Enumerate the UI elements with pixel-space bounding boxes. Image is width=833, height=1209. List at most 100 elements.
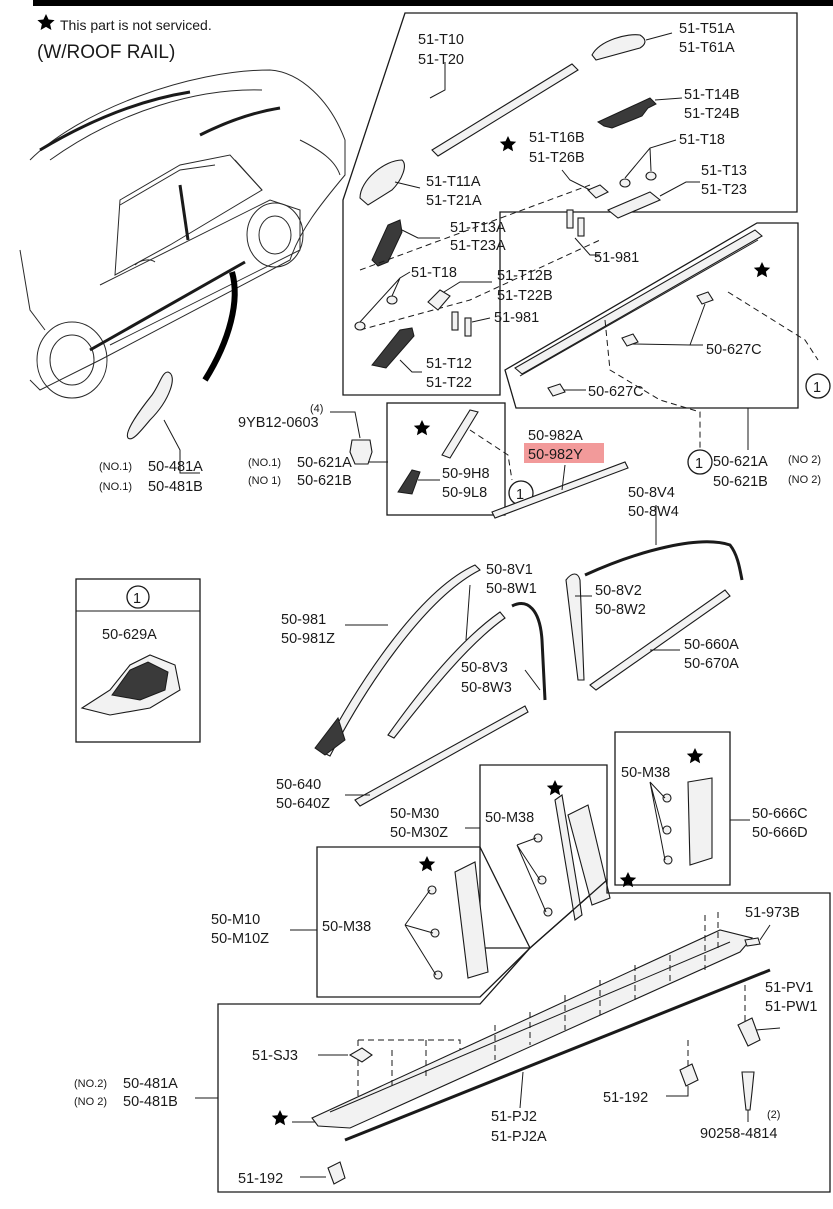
- label-51-sj3: 51-SJ3: [252, 1048, 298, 1064]
- label-50-m38: 50-M38: [322, 919, 371, 935]
- sill-clip-dashes: [357, 912, 746, 1100]
- nut-9yb12-0603: [349, 439, 373, 465]
- label-50-9l8: 50-9L8: [442, 485, 487, 501]
- part-50-982: [491, 461, 629, 519]
- part-51-t11a: [359, 159, 405, 206]
- label-50-481b: 50-481B: [148, 479, 203, 495]
- qualifier-no2: (NO.2): [74, 1078, 107, 1090]
- part-50-8v4: [584, 540, 744, 581]
- roof-molding-no1-box: [386, 402, 506, 516]
- label-51-t24b: 51-T24B: [684, 106, 740, 122]
- label-51-t20: 51-T20: [418, 52, 464, 68]
- part-51-t13: [606, 191, 662, 219]
- label-51-pv1: 51-PV1: [765, 980, 813, 996]
- label-51-t11a: 51-T11A: [426, 174, 481, 190]
- header-note: This part is not serviced.: [37, 14, 212, 33]
- label-51-t23a: 51-T23A: [450, 238, 506, 254]
- label-50-8w2: 50-8W2: [595, 602, 646, 618]
- label-50-8v3: 50-8V3: [461, 660, 508, 676]
- label-50-m30: 50-M30: [390, 806, 439, 822]
- quantity-4: (4): [310, 403, 323, 415]
- label-51-t10: 51-T10: [418, 32, 464, 48]
- label-50-621a: 50-621A: [297, 455, 352, 471]
- garnish-50-666c-box: [614, 731, 731, 886]
- label-51-t22: 51-T22: [426, 375, 472, 391]
- label-50-666c: 50-666C: [752, 806, 808, 822]
- part-51-t51a: [591, 34, 646, 61]
- label-50-m10z: 50-M10Z: [211, 931, 269, 947]
- label-51-192: 51-192: [238, 1171, 283, 1187]
- circled-number-icon: [805, 373, 831, 399]
- clip-50-627c: [696, 291, 714, 305]
- label-50-8v1: 50-8V1: [486, 562, 533, 578]
- part-50-481a-no2: [311, 929, 753, 1129]
- label-51-t23: 51-T23: [701, 182, 747, 198]
- part-50-640: [354, 705, 529, 807]
- part-51-t10: [431, 63, 579, 157]
- clip-51-t18: [645, 171, 657, 181]
- roof-rail-box: [342, 12, 798, 396]
- label-50-481b: 50-481B: [123, 1094, 178, 1110]
- part-50-m30a: [554, 794, 583, 921]
- qualifier-no2: (NO 2): [74, 1096, 107, 1108]
- label-50-981z: 50-981Z: [281, 631, 335, 647]
- garnish-50-m10-box: [316, 846, 531, 998]
- label-51-t16b: 51-T16B: [529, 130, 585, 146]
- label-50-981: 50-981: [281, 612, 326, 628]
- qualifier-no2: (NO 2): [788, 474, 821, 486]
- top-bar: [33, 0, 833, 6]
- star-icon: [619, 872, 637, 888]
- part-50-660a: [589, 589, 731, 691]
- part-50-621a-no1: [441, 409, 479, 459]
- label-51-973b: 51-973B: [745, 905, 800, 921]
- clip-51-t18: [354, 321, 366, 331]
- clip-51-sj3: [348, 1047, 373, 1063]
- part-50-981-corner: [314, 716, 346, 756]
- label-51-t12: 51-T12: [426, 356, 472, 372]
- qualifier-no1: (NO.1): [99, 461, 132, 473]
- part-50-8v2: [565, 573, 585, 681]
- part-51-t16b: [587, 184, 609, 199]
- label-50-982y-highlighted: 50-982Y: [528, 447, 583, 463]
- label-50-627c: 50-627C: [588, 384, 644, 400]
- label-50-670a: 50-670A: [684, 656, 739, 672]
- label-50-666d: 50-666D: [752, 825, 808, 841]
- label-50-627c: 50-627C: [706, 342, 762, 358]
- label-51-981: 51-981: [494, 310, 539, 326]
- label-51-t14b: 51-T14B: [684, 87, 740, 103]
- label-51-t18: 51-T18: [411, 265, 457, 281]
- star-icon: [686, 748, 704, 764]
- star-icon: [418, 856, 436, 872]
- label-51-t51a: 51-T51A: [679, 21, 735, 37]
- label-51-t18: 51-T18: [679, 132, 725, 148]
- label-50-481a: 50-481A: [148, 459, 203, 475]
- clip-51-192: [679, 1063, 699, 1087]
- side-sill-box: [217, 878, 831, 1193]
- label-51-t12b: 51-T12B: [497, 268, 553, 284]
- roof-molding-box: [504, 222, 799, 409]
- ref-marker: 1: [516, 487, 524, 503]
- label-50-m30z: 50-M30Z: [390, 825, 448, 841]
- highlight-box: [524, 443, 604, 463]
- part-50-m30b: [567, 804, 611, 906]
- part-51-pj2: [344, 968, 771, 1142]
- label-50-621b: 50-621B: [713, 474, 768, 490]
- label-50-8v2: 50-8V2: [595, 583, 642, 599]
- label-50-8w3: 50-8W3: [461, 680, 512, 696]
- label-50-640: 50-640: [276, 777, 321, 793]
- qualifier-no1: (NO.1): [248, 457, 281, 469]
- circled-number-icon: [126, 585, 150, 609]
- label-50-660a: 50-660A: [684, 637, 739, 653]
- label-51-t26b: 51-T26B: [529, 150, 585, 166]
- star-icon: [499, 136, 517, 152]
- qualifier-no2: (NO 2): [788, 454, 821, 466]
- label-50-640z: 50-640Z: [276, 796, 330, 812]
- vehicle-illustration: [19, 69, 346, 399]
- clip-51-t18: [619, 178, 631, 188]
- circled-number-icon: [687, 449, 713, 475]
- ref-marker: 1: [813, 380, 821, 396]
- clip-51-t18: [386, 295, 398, 305]
- qualifier-no1: (NO 1): [248, 475, 281, 487]
- label-50-629a: 50-629A: [102, 627, 157, 643]
